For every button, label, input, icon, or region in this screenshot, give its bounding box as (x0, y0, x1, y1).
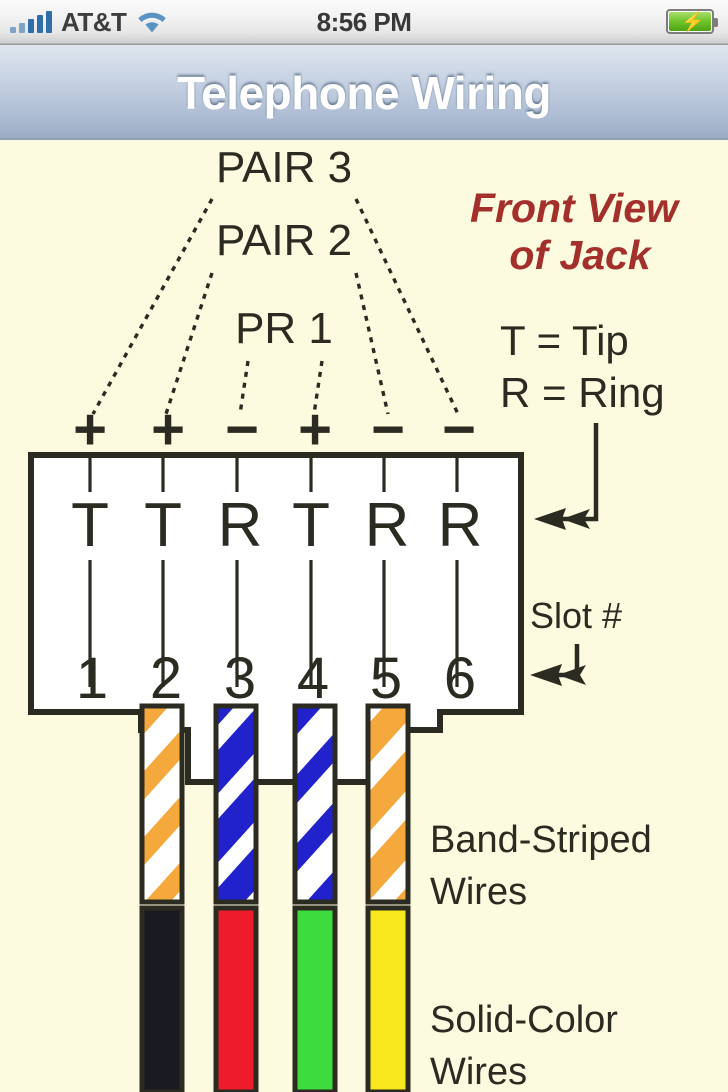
polarity-slot-4: + (298, 397, 332, 462)
solid-color-label-line-1: Solid-Color (430, 999, 618, 1041)
legend-ring: R = Ring (500, 369, 665, 416)
status-bar-clock: 8:56 PM (316, 7, 412, 37)
battery-charging-icon: ⚡ (666, 9, 718, 34)
pair-3-label: PAIR 3 (216, 143, 352, 192)
band-striped-label-line-2: Wires (430, 871, 527, 913)
slot-pointer-arrow (530, 644, 586, 686)
carrier-label: AT&T (61, 7, 127, 37)
status-bar: AT&T 8:56 PM ⚡ (0, 0, 728, 45)
slot-number-4: 4 (297, 646, 329, 711)
status-bar-left: AT&T (10, 0, 169, 44)
page-title: Telephone Wiring (176, 66, 552, 119)
slot-hash-label: Slot # (530, 595, 622, 636)
legend-tip: T = Tip (500, 317, 629, 364)
pair-1-label: PR 1 (235, 304, 333, 353)
red-wire (213, 905, 259, 1092)
black-wire (139, 905, 185, 1092)
pair-2-label: PAIR 2 (216, 216, 352, 265)
slot-number-2: 2 (150, 646, 182, 711)
contact-stubs-upper (88, 455, 459, 492)
band-striped-label-line-1: Band-Striped (430, 819, 652, 861)
front-view-line-2: of Jack (509, 232, 652, 278)
wiring-diagram: PAIR 3 PAIR 2 PR 1 Front View of Jack T … (0, 142, 728, 1092)
white-orange-wire (139, 703, 185, 905)
slot-number-6: 6 (444, 646, 476, 711)
tipring-slot-1: T (71, 491, 109, 560)
tipring-slot-6: R (438, 491, 483, 560)
polarity-slot-1: + (73, 397, 107, 462)
polarity-row: + + − + − − (73, 397, 476, 462)
tip-ring-row: T T R T R R (71, 491, 482, 560)
polarity-slot-2: + (151, 397, 185, 462)
tipring-slot-3: R (218, 491, 263, 560)
wifi-icon (135, 9, 169, 35)
white-blue-wire (292, 703, 338, 905)
slot-number-3: 3 (224, 646, 256, 711)
band-striped-wire-group (139, 703, 411, 905)
green-wire (292, 905, 338, 1092)
title-bar: Telephone Wiring (0, 45, 728, 140)
charging-bolt-icon: ⚡ (681, 12, 705, 33)
slot-number-1: 1 (76, 646, 108, 711)
solid-color-label-line-2: Wires (430, 1051, 527, 1092)
signal-bars-icon (10, 11, 52, 33)
ring-pointer-arrow (534, 423, 599, 530)
orange-white-wire (365, 703, 411, 905)
blue-white-wire (213, 703, 259, 905)
diagram-svg: PAIR 3 PAIR 2 PR 1 Front View of Jack T … (28, 143, 681, 1092)
slot-number-row: 1 2 3 4 5 6 (76, 646, 476, 711)
solid-color-wire-group (139, 905, 411, 1092)
front-view-line-1: Front View (470, 185, 681, 231)
pair-leader-lines (91, 198, 460, 415)
tipring-slot-2: T (144, 491, 182, 560)
contact-stubs-lower (88, 560, 459, 687)
polarity-slot-5: − (371, 397, 405, 462)
polarity-slot-3: − (225, 397, 259, 462)
tipring-slot-4: T (292, 491, 330, 560)
polarity-slot-6: − (442, 397, 476, 462)
tipring-slot-5: R (365, 491, 410, 560)
slot-number-5: 5 (370, 646, 402, 711)
yellow-wire (365, 905, 411, 1092)
diagram-canvas: PAIR 3 PAIR 2 PR 1 Front View of Jack T … (0, 142, 728, 1092)
